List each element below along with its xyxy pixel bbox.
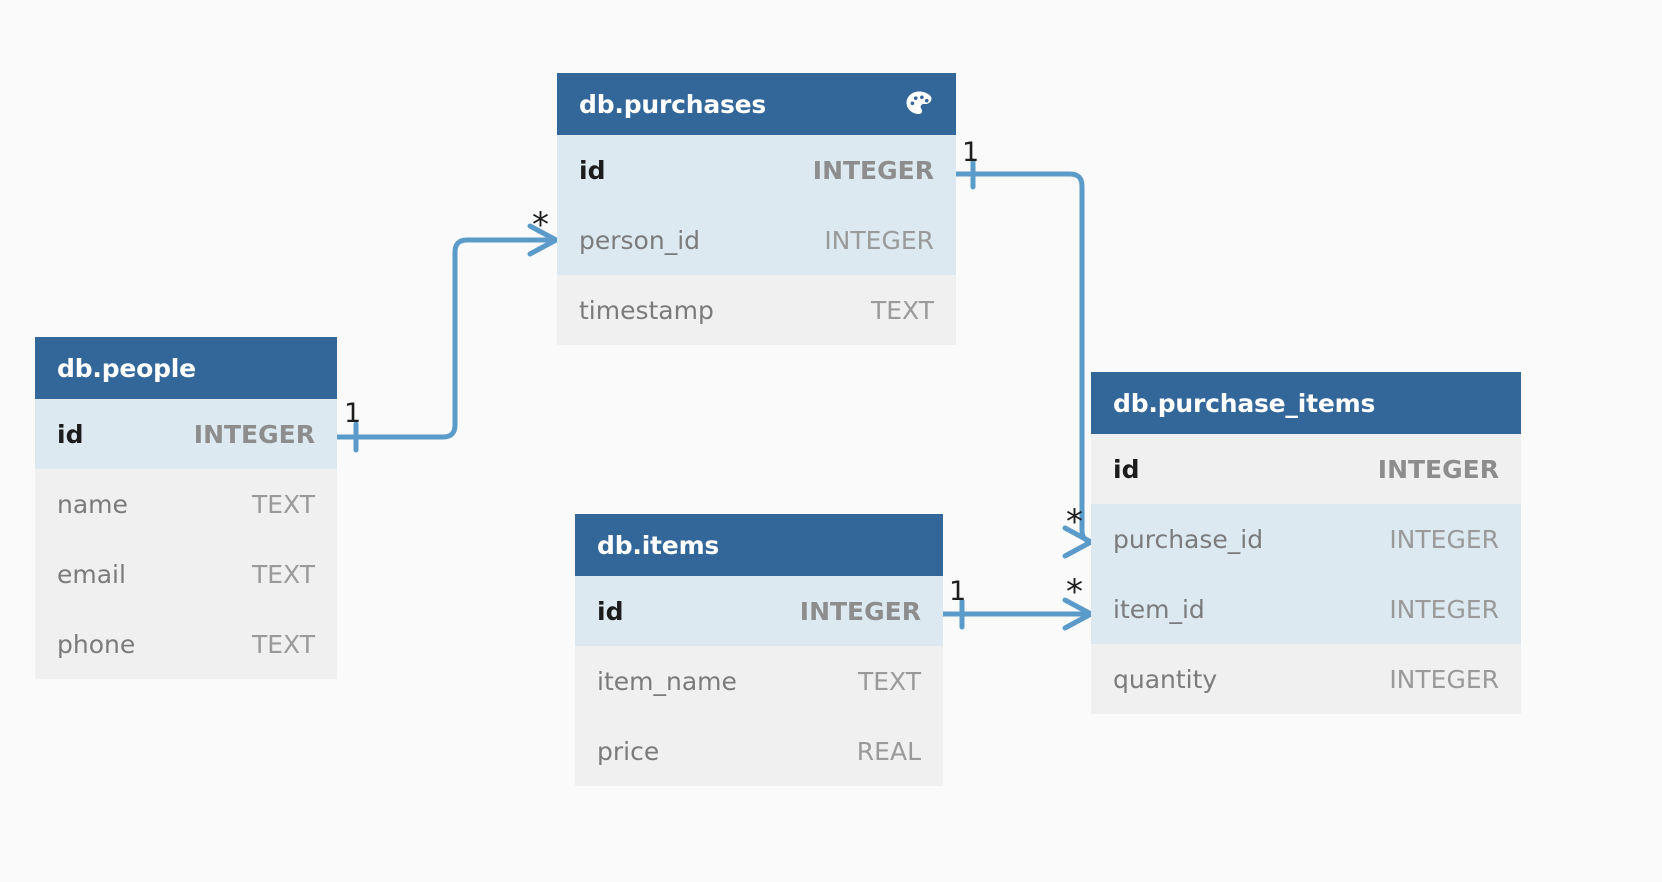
er-column-name: timestamp — [579, 295, 714, 325]
er-table-purchase-items[interactable]: db.purchase_items id INTEGER purchase_id… — [1091, 372, 1521, 714]
er-table-header[interactable]: db.items — [575, 514, 943, 576]
er-column-type: TEXT — [251, 629, 315, 659]
er-column-name: price — [597, 736, 660, 766]
er-column-name: id — [1113, 454, 1140, 484]
er-column-row[interactable]: name TEXT — [35, 469, 337, 539]
er-column-type: INTEGER — [824, 225, 934, 255]
er-table-header[interactable]: db.purchases — [557, 73, 956, 135]
cardinality-label-many-purchase-id: * — [1066, 502, 1083, 542]
er-table-purchases[interactable]: db.purchases id INTEGER person_id INTEGE… — [557, 73, 956, 345]
er-column-name: phone — [57, 629, 136, 659]
er-column-row[interactable]: item_id INTEGER — [1091, 574, 1521, 644]
er-column-type: INTEGER — [1377, 454, 1499, 484]
er-column-type: TEXT — [251, 559, 315, 589]
er-column-row[interactable]: phone TEXT — [35, 609, 337, 679]
er-column-name: name — [57, 489, 128, 519]
relationship-people-to-purchases — [334, 223, 559, 453]
er-column-name: item_name — [597, 666, 737, 696]
er-column-row[interactable]: timestamp TEXT — [557, 275, 956, 345]
er-column-name: email — [57, 559, 126, 589]
cardinality-label-one-people: 1 — [344, 398, 362, 429]
er-column-row[interactable]: email TEXT — [35, 539, 337, 609]
er-column-type: TEXT — [870, 295, 934, 325]
er-column-name: purchase_id — [1113, 524, 1264, 554]
er-column-type: TEXT — [857, 666, 921, 696]
er-column-name: person_id — [579, 225, 701, 255]
er-table-title: db.purchase_items — [1113, 388, 1376, 418]
er-table-header[interactable]: db.people — [35, 337, 337, 399]
er-column-type: INTEGER — [1389, 524, 1499, 554]
er-table-people[interactable]: db.people id INTEGER name TEXT email TEX… — [35, 337, 337, 679]
er-column-type: INTEGER — [1389, 664, 1499, 694]
er-column-row[interactable]: person_id INTEGER — [557, 205, 956, 275]
er-column-row[interactable]: item_name TEXT — [575, 646, 943, 716]
cardinality-label-many-purchases: * — [532, 205, 549, 245]
relationship-purchases-to-purchase-items — [953, 158, 1097, 559]
er-column-name: id — [57, 419, 84, 449]
er-table-header[interactable]: db.purchase_items — [1091, 372, 1521, 434]
edge-line — [953, 171, 1097, 545]
edge-line — [334, 237, 556, 440]
er-column-type: TEXT — [251, 489, 315, 519]
er-column-name: id — [579, 155, 606, 185]
er-table-items[interactable]: db.items id INTEGER item_name TEXT price… — [575, 514, 943, 786]
er-column-row[interactable]: id INTEGER — [35, 399, 337, 469]
er-column-type: INTEGER — [812, 155, 934, 185]
er-column-row[interactable]: id INTEGER — [1091, 434, 1521, 504]
er-column-row[interactable]: purchase_id INTEGER — [1091, 504, 1521, 574]
er-table-title: db.purchases — [579, 89, 767, 119]
er-column-type: INTEGER — [799, 596, 921, 626]
palette-icon[interactable] — [904, 89, 934, 119]
er-column-row[interactable]: id INTEGER — [557, 135, 956, 205]
er-column-name: quantity — [1113, 664, 1218, 694]
cardinality-label-many-item-id: * — [1066, 572, 1083, 612]
er-column-row[interactable]: quantity INTEGER — [1091, 644, 1521, 714]
er-table-title: db.items — [597, 530, 720, 560]
cardinality-label-one-items: 1 — [949, 576, 967, 607]
er-column-type: REAL — [856, 736, 921, 766]
er-column-row[interactable]: price REAL — [575, 716, 943, 786]
er-column-name: item_id — [1113, 594, 1205, 624]
cardinality-label-one-purchases: 1 — [962, 137, 980, 168]
er-column-type: INTEGER — [193, 419, 315, 449]
er-column-type: INTEGER — [1389, 594, 1499, 624]
er-table-title: db.people — [57, 353, 196, 383]
er-column-row[interactable]: id INTEGER — [575, 576, 943, 646]
er-column-name: id — [597, 596, 624, 626]
